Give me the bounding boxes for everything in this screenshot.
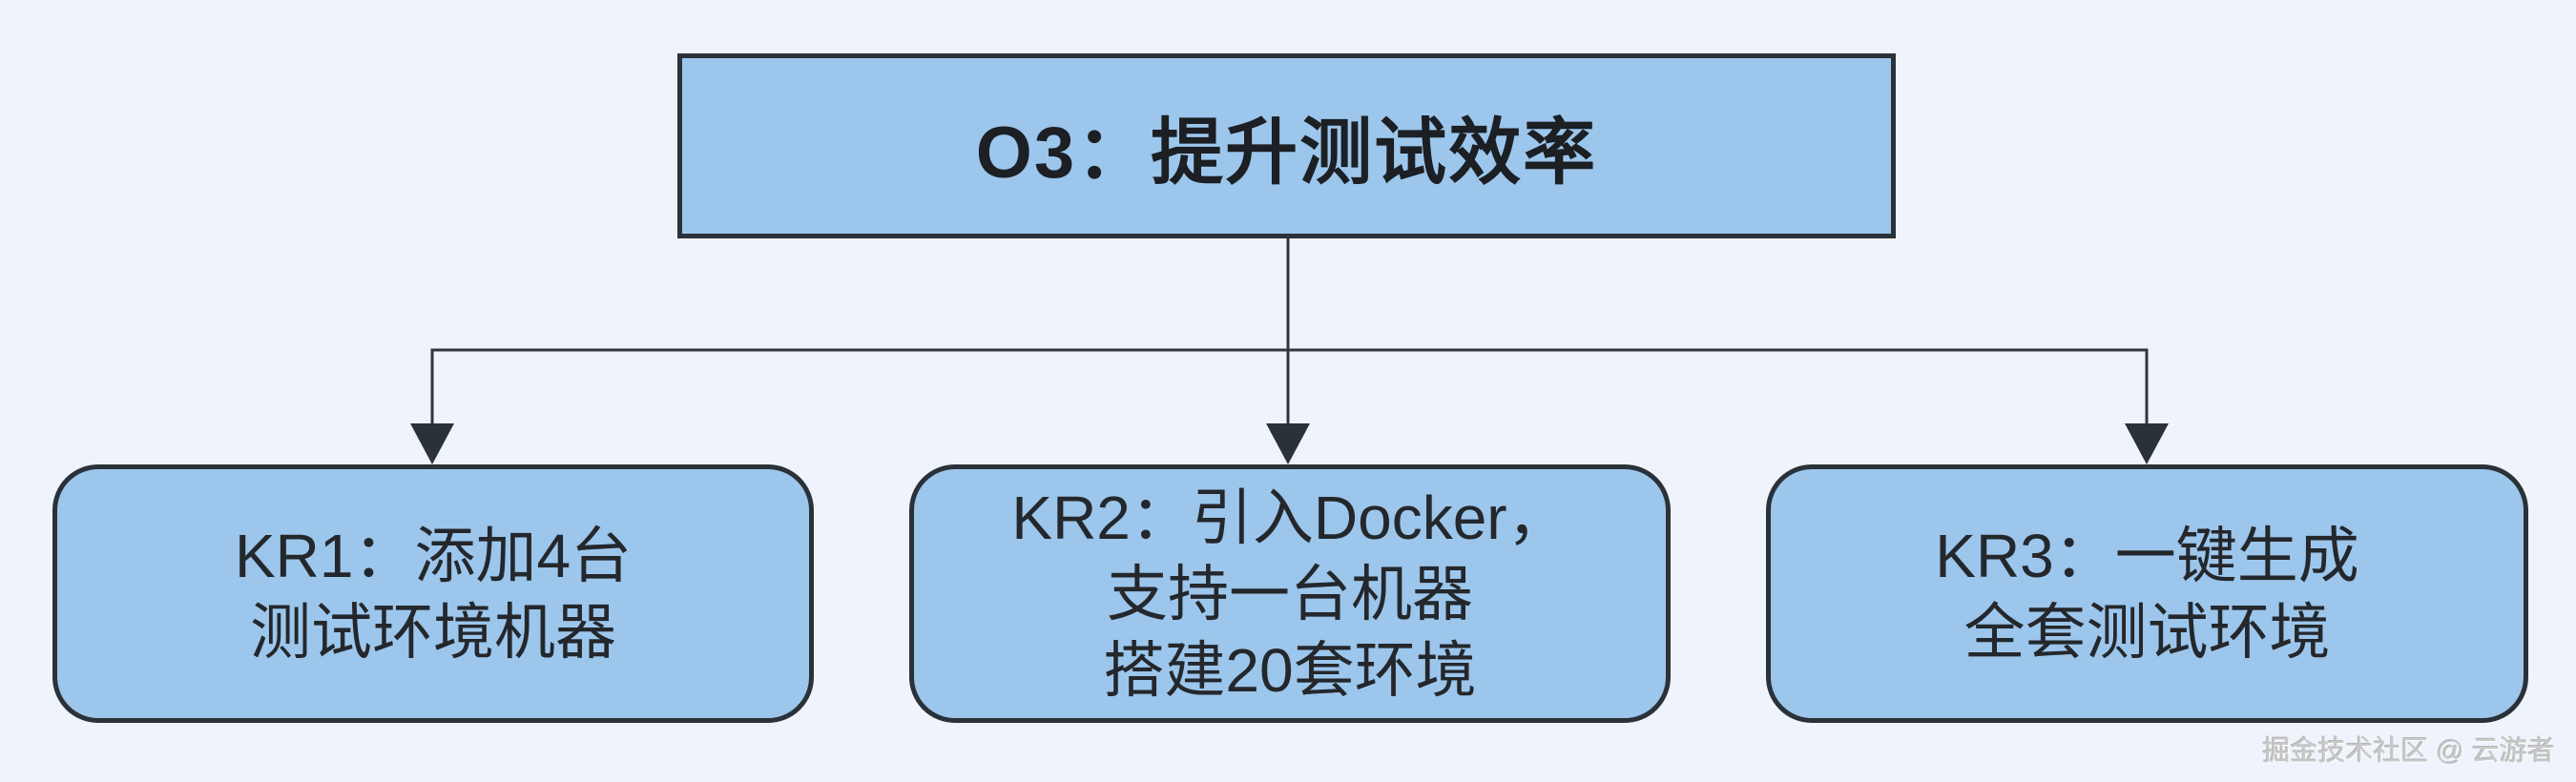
objective-label: O3：提升测试效率 (975, 113, 1598, 194)
kr2-label-line1: KR2：引入Docker， (1011, 483, 1568, 552)
kr2-node: KR2：引入Docker， 支持一台机器 搭建20套环境 (909, 464, 1671, 723)
arrow-down-icon (1266, 423, 1310, 464)
objective-node: O3：提升测试效率 (677, 53, 1896, 238)
watermark: 掘金技术社区 @ 云游者 (2262, 736, 2555, 767)
kr2-label-line2: 支持一台机器 (1107, 559, 1473, 628)
kr1-label-line1: KR1：添加4台 (234, 521, 633, 590)
arrow-down-icon (410, 423, 454, 464)
kr1-label-line2: 测试环境机器 (250, 597, 616, 667)
kr2-label-line3: 搭建20套环境 (1103, 635, 1477, 705)
arrow-down-icon (2125, 423, 2169, 464)
kr1-node: KR1：添加4台 测试环境机器 (52, 464, 814, 723)
kr3-node: KR3：一键生成 全套测试环境 (1766, 464, 2528, 723)
kr3-label-line1: KR3：一键生成 (1935, 521, 2359, 590)
kr3-label-line2: 全套测试环境 (1963, 597, 2331, 667)
